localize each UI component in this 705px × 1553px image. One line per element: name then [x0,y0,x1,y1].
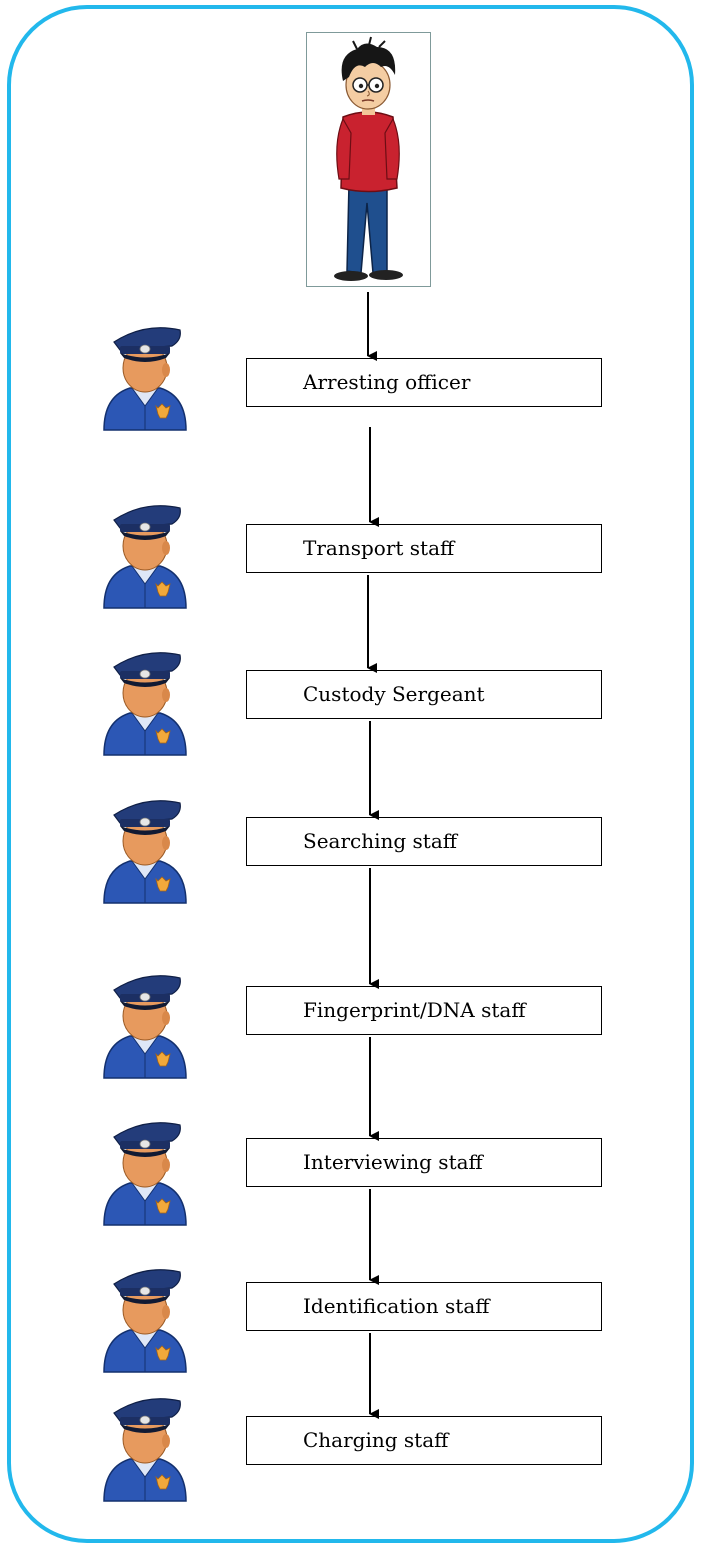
police-officer-icon [100,647,190,759]
role-label: Custody Sergeant [303,682,485,706]
suspect-image [306,32,431,287]
police-officer-icon [100,322,190,434]
officer-icon-1 [100,322,190,434]
role-label: Searching staff [303,829,457,853]
police-officer-icon [100,795,190,907]
role-label: Arresting officer [303,370,471,394]
role-label: Charging staff [303,1428,449,1452]
role-label: Interviewing staff [303,1150,483,1174]
role-box-arresting-officer: Arresting officer [246,358,602,407]
role-box-fingerprint-dna-staff: Fingerprint/DNA staff [246,986,602,1035]
police-officer-icon [100,1264,190,1376]
role-box-transport-staff: Transport staff [246,524,602,573]
process-frame [7,5,694,1543]
role-box-interviewing-staff: Interviewing staff [246,1138,602,1187]
officer-icon-7 [100,1264,190,1376]
police-officer-icon [100,970,190,1082]
officer-icon-4 [100,795,190,907]
officer-icon-5 [100,970,190,1082]
police-officer-icon [100,1393,190,1505]
role-label: Identification staff [303,1294,490,1318]
police-officer-icon [100,1117,190,1229]
officer-icon-3 [100,647,190,759]
police-officer-icon [100,500,190,612]
role-box-identification-staff: Identification staff [246,1282,602,1331]
role-label: Fingerprint/DNA staff [303,998,526,1022]
role-box-custody-sergeant: Custody Sergeant [246,670,602,719]
role-box-charging-staff: Charging staff [246,1416,602,1465]
officer-icon-8 [100,1393,190,1505]
suspect-cartoon-icon [334,36,403,281]
officer-icon-6 [100,1117,190,1229]
role-box-searching-staff: Searching staff [246,817,602,866]
role-label: Transport staff [303,536,455,560]
officer-icon-2 [100,500,190,612]
